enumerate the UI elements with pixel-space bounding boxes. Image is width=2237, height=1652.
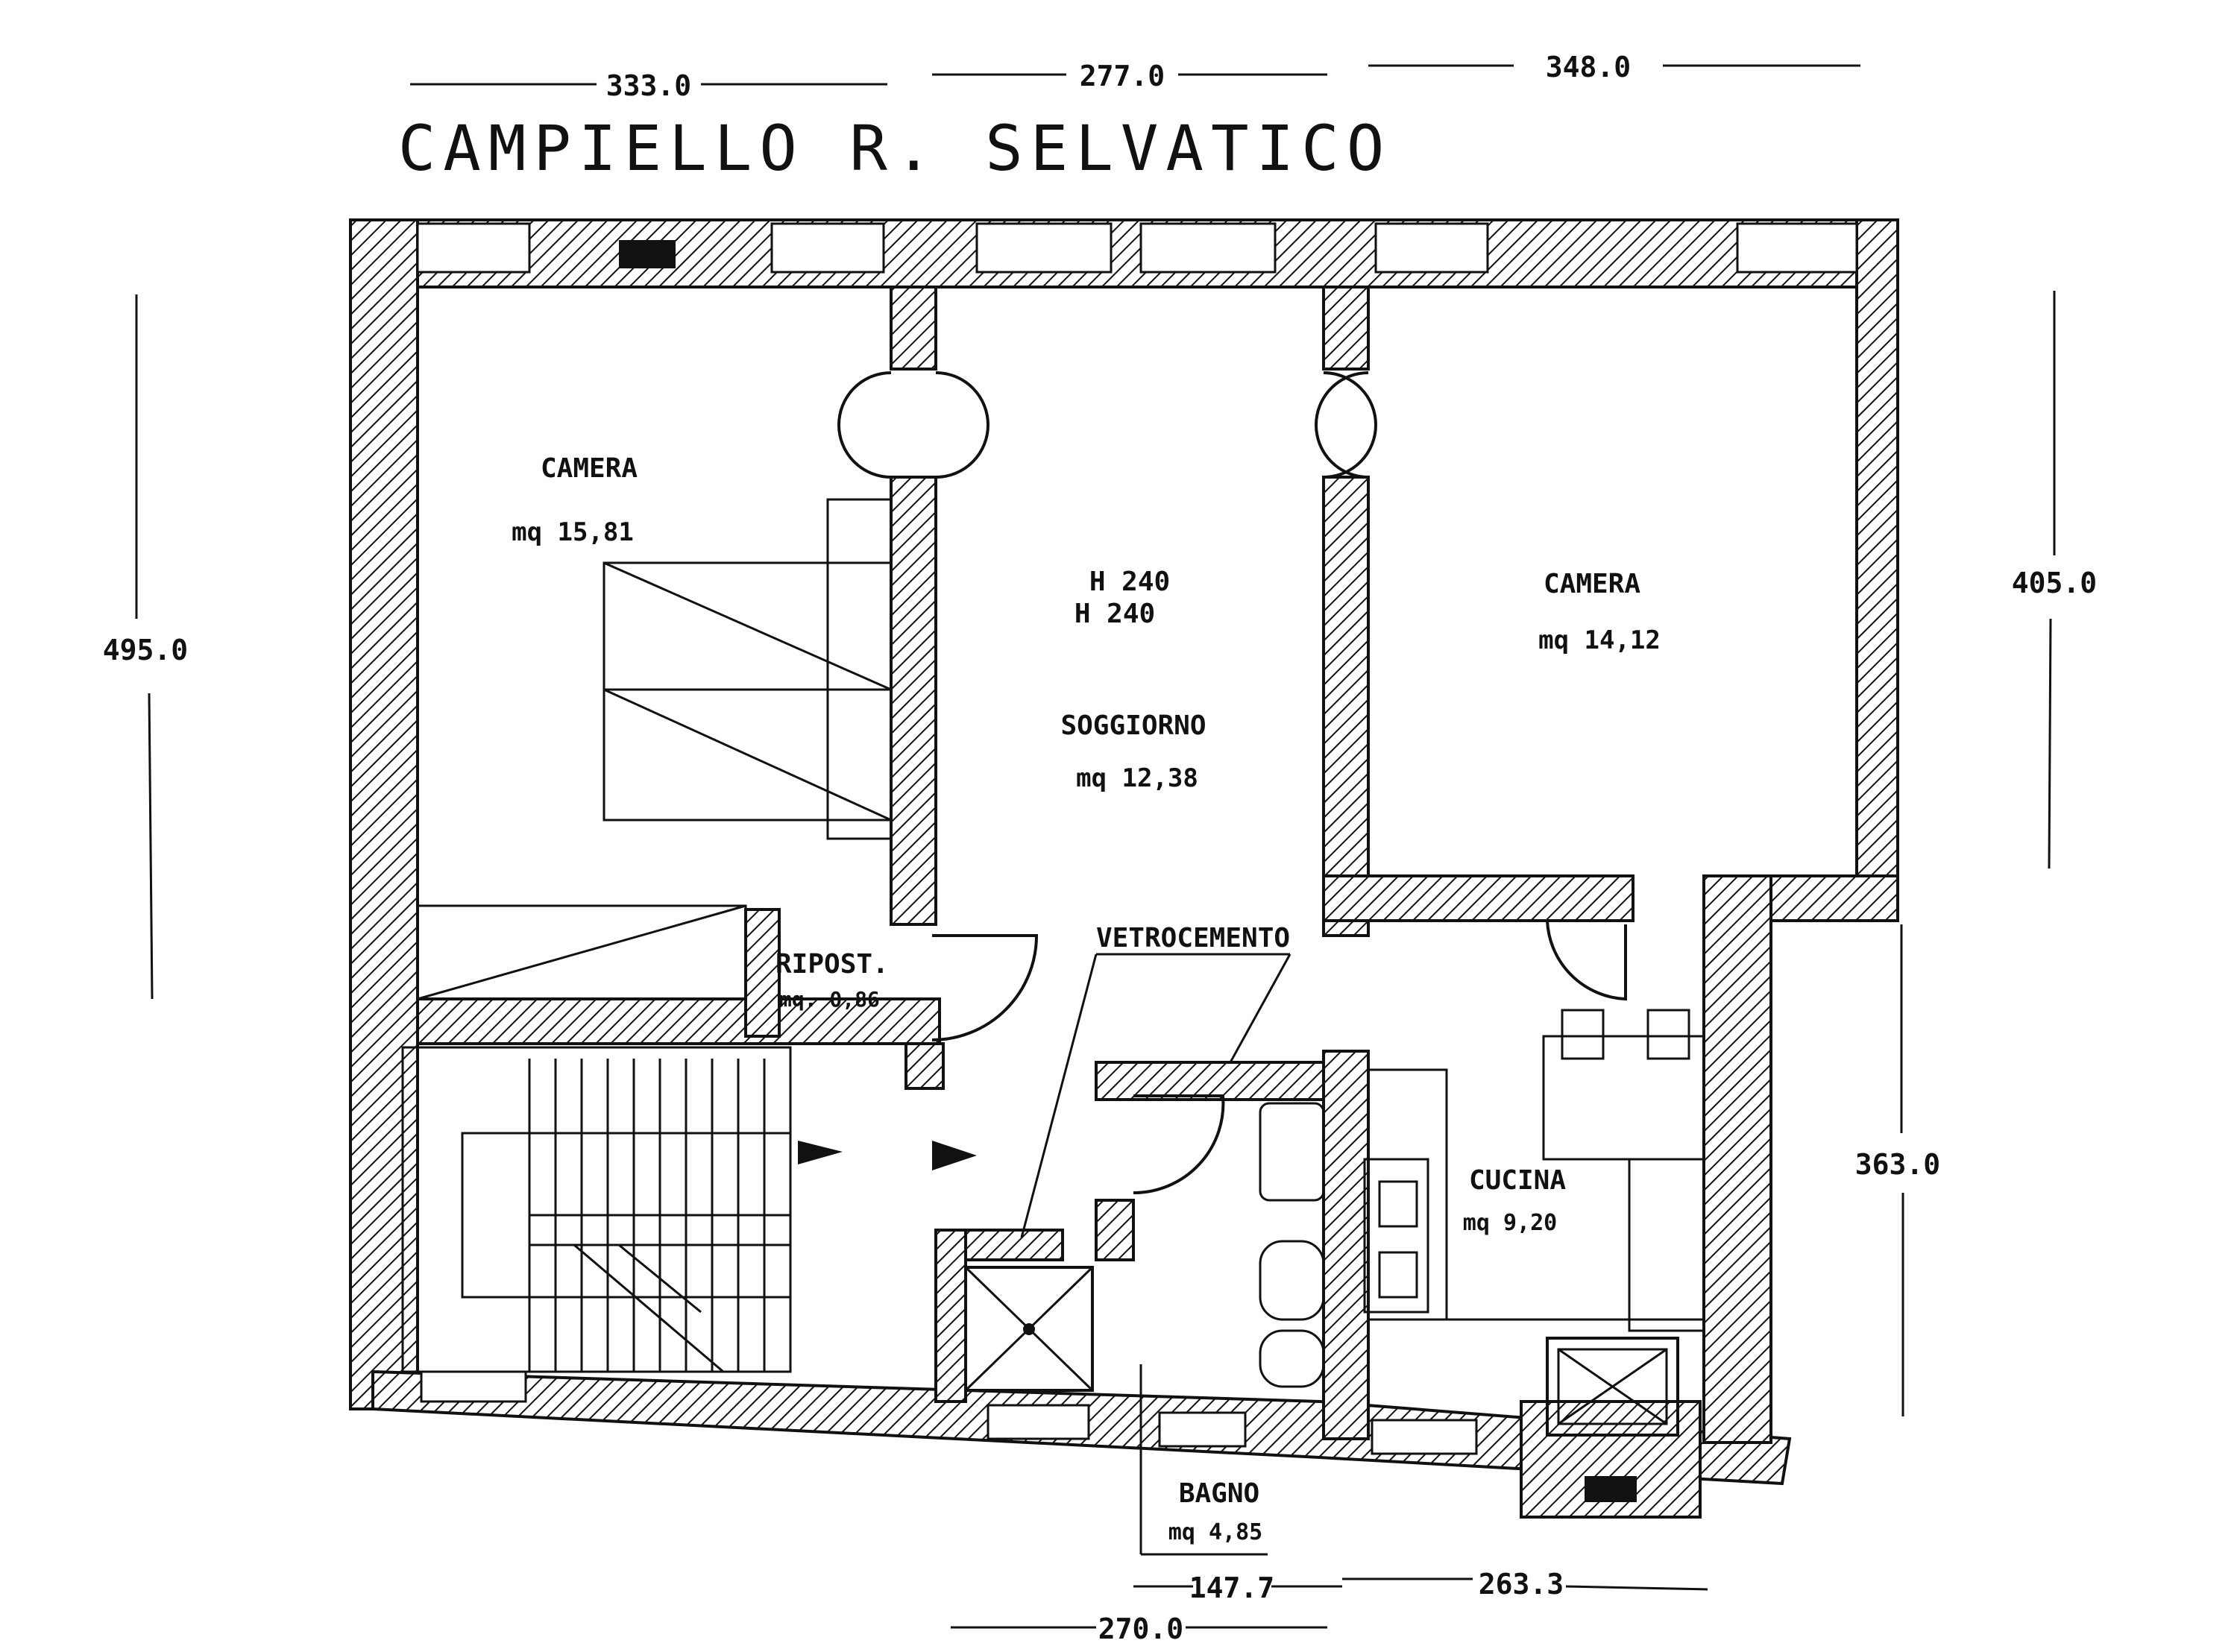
room-name: CAMERA: [541, 453, 638, 484]
room-area: mq 9,20: [1463, 1210, 1557, 1236]
staircase: [461, 1059, 792, 1373]
dimension-left: 495.0: [103, 634, 188, 666]
stair-arrow-icon: [932, 1141, 977, 1170]
vetrocemento-label: VETROCEMENTO: [1096, 923, 1290, 953]
top-dimensions: 333.0 277.0 348.0: [410, 51, 1860, 102]
dimension-bottom-3: 270.0: [1098, 1612, 1183, 1645]
dimension-top-3: 348.0: [1546, 51, 1631, 83]
side-dimensions: 495.0 405.0 363.0: [103, 291, 2097, 1416]
dimension-right-lower: 363.0: [1855, 1148, 1940, 1181]
vetrocemento-leader: VETROCEMENTO: [1020, 923, 1291, 1238]
room-name: BAGNO: [1179, 1478, 1259, 1509]
room-name: RIPOST.: [775, 949, 889, 980]
dimension-top-2: 277.0: [1080, 60, 1165, 92]
room-bagno: BAGNO mq 4,85: [1168, 1478, 1262, 1545]
room-area: mq 4,85: [1168, 1519, 1262, 1545]
dimension-right-upper: 405.0: [2012, 567, 2097, 599]
room-height: H 240: [1075, 599, 1155, 629]
walls: [349, 218, 1899, 1519]
room-camera-left: CAMERA mq 15,81: [512, 453, 638, 547]
chimney-icon: [619, 240, 676, 268]
room-ripostiglio: RIPOST. mq. 0,86: [775, 949, 889, 1012]
room-area: mq 12,38: [1076, 763, 1198, 793]
room-cucina: CUCINA mq 9,20: [1463, 1165, 1567, 1236]
room-name: SOGGIORNO: [1060, 710, 1206, 741]
doors: [837, 371, 1627, 1195]
bagno-leader: [1139, 1364, 1268, 1556]
dimension-top-1: 333.0: [606, 69, 691, 102]
room-height: H 240: [1089, 567, 1170, 597]
room-area: mq. 0,86: [779, 987, 880, 1012]
room-soggiorno: H 240 H 240 SOGGIORNO mq 12,38: [1060, 567, 1206, 793]
room-name: CAMERA: [1544, 569, 1640, 599]
dimension-bottom-1: 147.7: [1189, 1571, 1274, 1604]
room-camera-right: CAMERA mq 14,12: [1538, 569, 1661, 655]
room-name: CUCINA: [1469, 1165, 1566, 1196]
bottom-dimensions: 147.7 263.3 270.0: [951, 1568, 1708, 1645]
stair-arrow-icon: [798, 1141, 843, 1164]
room-area: mq 15,81: [512, 517, 634, 547]
dimension-bottom-2: 263.3: [1479, 1568, 1564, 1601]
room-area: mq 14,12: [1538, 625, 1661, 655]
chimney-icon: [1585, 1476, 1637, 1502]
plan-title: CAMPIELLO R. SELVATICO: [398, 112, 1392, 185]
furniture: [401, 498, 1705, 1437]
